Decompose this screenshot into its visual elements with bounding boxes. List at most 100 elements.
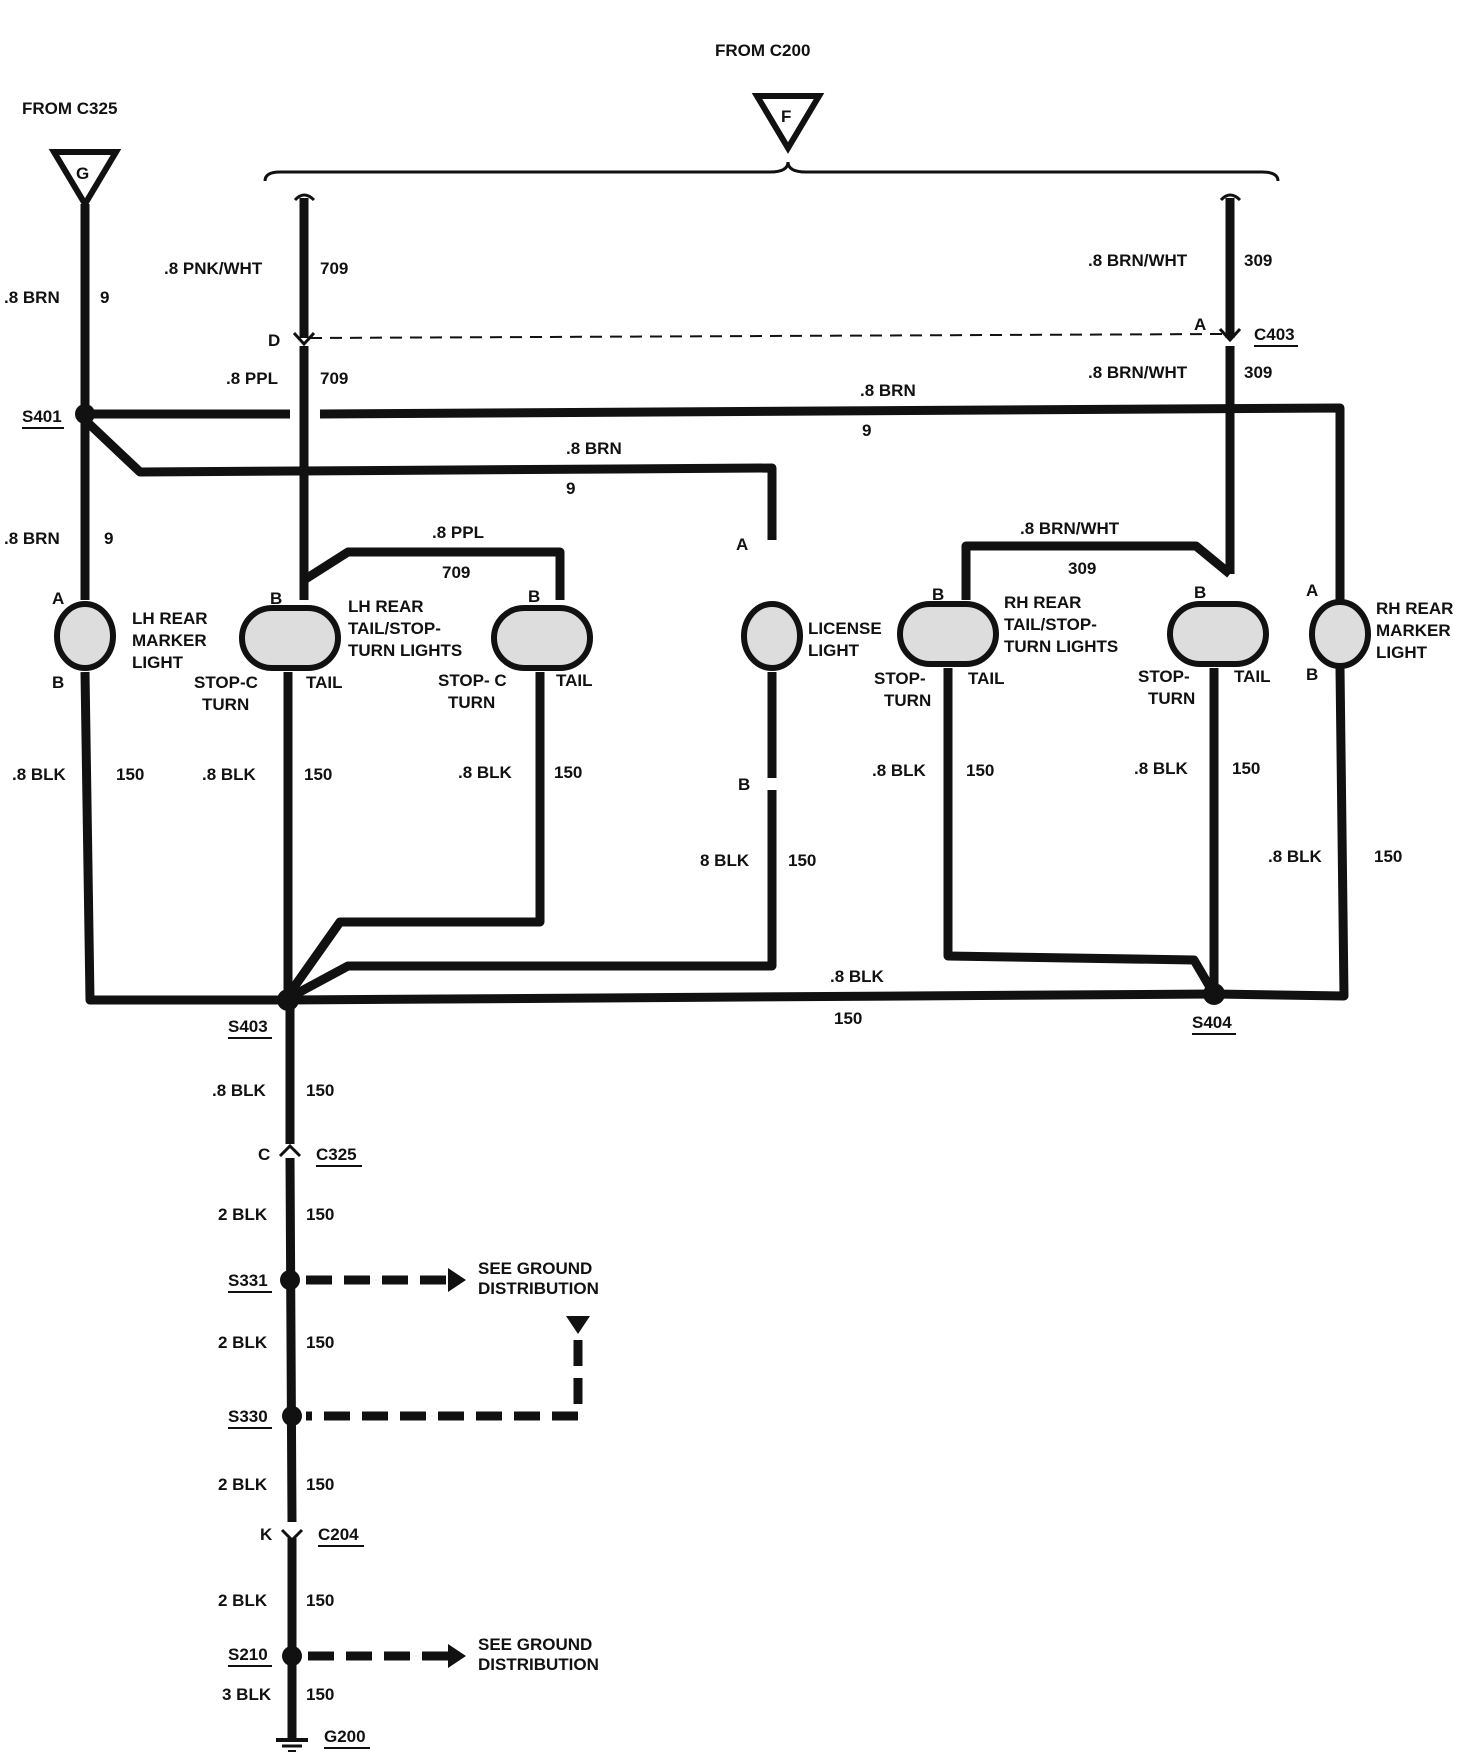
wire-150-lh-tail1-color: .8 BLK <box>202 765 257 784</box>
wire-9-rh-num: 9 <box>862 421 871 440</box>
wire-309-color: .8 BRN/WHT <box>1088 363 1188 382</box>
lh-tail2-stop: STOP- C <box>438 671 507 690</box>
wire-709-num: 709 <box>320 259 348 278</box>
splice-s331-label: S331 <box>228 1271 268 1290</box>
trunk-2-num: 150 <box>306 1205 334 1224</box>
license-pin-b: B <box>738 775 750 794</box>
wire-709-loop-color: .8 PPL <box>432 523 484 542</box>
trunk-4-num: 150 <box>306 1475 334 1494</box>
wire-150-rh-marker-num: 150 <box>1374 847 1402 866</box>
lh-marker-label-2: MARKER <box>132 631 207 650</box>
license-label-2: LIGHT <box>808 641 860 660</box>
from-c325-label: FROM C325 <box>22 99 117 118</box>
trunk-5-color: 2 BLK <box>218 1591 268 1610</box>
wire-150-lh-marker-num: 150 <box>116 765 144 784</box>
connector-c403-dashed-line <box>309 333 1223 339</box>
wire-309-loop-num: 309 <box>1068 559 1096 578</box>
rh-tail1-stop: STOP- <box>874 669 926 688</box>
wire-150-s403-s404 <box>287 989 1215 1005</box>
rh-tail-label-1: RH REAR <box>1004 593 1081 612</box>
pin-d-connector-icon <box>292 331 316 347</box>
wire-9-num-top: 9 <box>100 288 109 307</box>
wire-309-color-top: .8 BRN/WHT <box>1088 251 1188 270</box>
wire-150-license <box>293 672 777 998</box>
wire-150-lh-marker <box>80 671 288 1005</box>
license-pin-a: A <box>736 535 748 554</box>
wire-9-license-num: 9 <box>566 479 575 498</box>
wire-9-rh-color: .8 BRN <box>860 381 916 400</box>
wire-150-rh-marker <box>1213 667 1349 1001</box>
splice-s403-label: S403 <box>228 1017 268 1036</box>
wire-9-num-lh: 9 <box>104 529 113 548</box>
wire-150-rh-tail1 <box>943 668 1218 997</box>
lh-tail1-tail: TAIL <box>306 673 343 692</box>
rh-rear-marker-lamp-icon <box>1309 599 1371 669</box>
lh-marker-label-1: LH REAR <box>132 609 208 628</box>
pin-a-c403-label: A <box>1194 315 1206 334</box>
s331-ground-dist-1: SEE GROUND <box>478 1259 592 1278</box>
trunk-6-num: 150 <box>306 1685 334 1704</box>
wire-150-bus-num: 150 <box>834 1009 862 1028</box>
rh-tail-label-3: TURN LIGHTS <box>1004 637 1118 656</box>
lh-rear-tail-lamp-1-icon <box>239 605 341 671</box>
s210-ground-dist-1: SEE GROUND <box>478 1635 592 1654</box>
ground-g200-label: G200 <box>324 1727 366 1746</box>
wire-150-rh-tail2-num: 150 <box>1232 759 1260 778</box>
trunk-3-color: 2 BLK <box>218 1333 268 1352</box>
rh-marker-pin-a: A <box>1306 581 1318 600</box>
wire-309-loop-color: .8 BRN/WHT <box>1020 519 1120 538</box>
splice-s210-label: S210 <box>228 1645 268 1664</box>
rh-marker-pin-b: B <box>1306 665 1318 684</box>
wire-709-top-end-icon <box>293 193 316 202</box>
connector-f-triangle-icon <box>751 93 825 154</box>
lh-marker-pin-a: A <box>52 589 64 608</box>
wire-9-brn-to-license <box>81 416 777 540</box>
rh-marker-label-2: MARKER <box>1376 621 1451 640</box>
wire-9-color-lh: .8 BRN <box>4 529 60 548</box>
trunk-1-num: 150 <box>306 1081 334 1100</box>
wire-150-lh-marker-color: .8 BLK <box>12 765 67 784</box>
lh-tail1-stop: STOP-C <box>194 673 258 692</box>
trunk-5-num: 150 <box>306 1591 334 1610</box>
wire-309-num: 309 <box>1244 363 1272 382</box>
c325-connector-icon <box>278 1143 302 1158</box>
s331-ground-dist-2: DISTRIBUTION <box>478 1279 599 1298</box>
wire-150-rh-tail1-color: .8 BLK <box>872 761 927 780</box>
lh-tail2-turn: TURN <box>448 693 495 712</box>
wire-150-license-color: 8 BLK <box>700 851 750 870</box>
connector-c325-label: C325 <box>316 1145 357 1164</box>
connector-c403-label: C403 <box>1254 325 1295 344</box>
wire-150-rh-tail2-color: .8 BLK <box>1134 759 1189 778</box>
wire-150-lh-tail1-num: 150 <box>304 765 332 784</box>
c204-connector-icon <box>280 1528 304 1543</box>
triangle-g-label: G <box>76 164 89 183</box>
wire-150-lh-tail2-num: 150 <box>554 763 582 782</box>
connector-c204-label: C204 <box>318 1525 359 1544</box>
wire-9-color-top: .8 BRN <box>4 288 60 307</box>
pin-d-label: D <box>268 331 280 350</box>
lh-tail2-tail: TAIL <box>556 671 593 690</box>
lh-tail-label-1: LH REAR <box>348 597 424 616</box>
lh-tail1-turn: TURN <box>202 695 249 714</box>
rh-tail1-pin-b: B <box>932 585 944 604</box>
wire-150-rh-tail1-num: 150 <box>966 761 994 780</box>
wire-150-license-num: 150 <box>788 851 816 870</box>
splice-s330-label: S330 <box>228 1407 268 1426</box>
wire-9-license-color: .8 BRN <box>566 439 622 458</box>
rh-tail1-tail: TAIL <box>968 669 1005 688</box>
s210-arrow-icon <box>448 1644 466 1668</box>
lh-rear-tail-lamp-2-icon <box>491 605 593 671</box>
wire-709-ppl-color: .8 PPL <box>226 369 278 388</box>
wire-309-top-end-icon <box>1219 193 1242 202</box>
wire-309-loop <box>961 541 1233 600</box>
license-label-1: LICENSE <box>808 619 882 638</box>
wire-150-bus-color: .8 BLK <box>830 967 885 986</box>
rh-tail2-pin-b: B <box>1194 583 1206 602</box>
splice-s330-dot <box>282 1406 302 1426</box>
c204-pin-k: K <box>260 1525 273 1544</box>
harness-bracket <box>263 161 1280 182</box>
rh-marker-label-1: RH REAR <box>1376 599 1453 618</box>
lh-tail1-pin-b: B <box>270 589 282 608</box>
splice-s404-dot <box>1203 983 1225 1005</box>
